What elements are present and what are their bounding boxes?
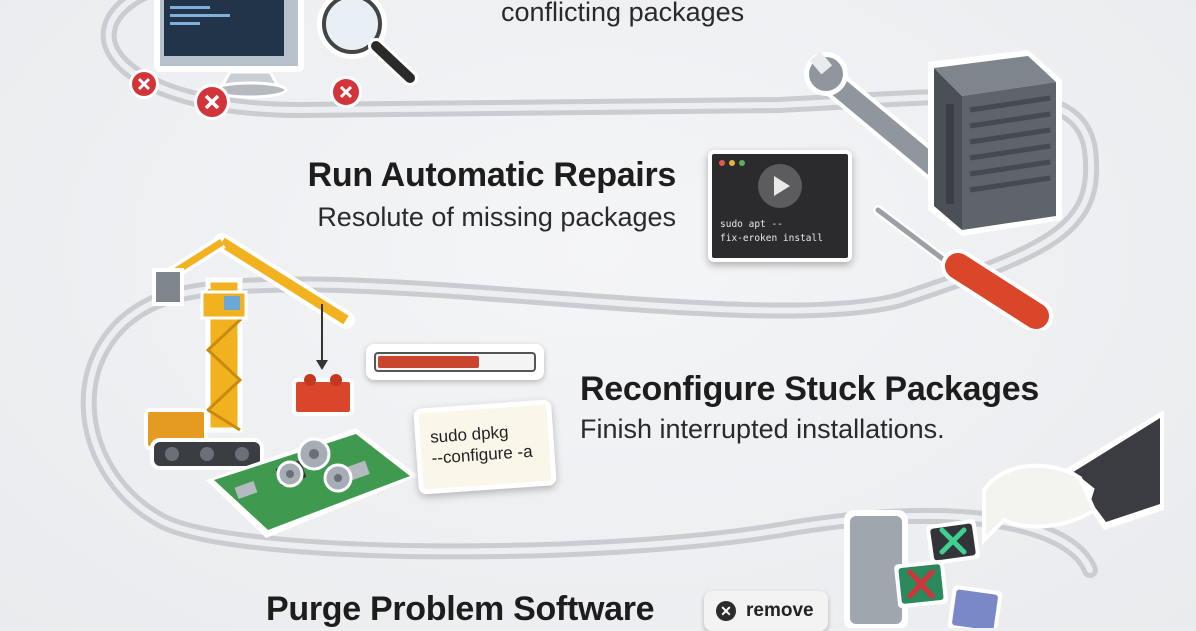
remove-badge: ✕ remove: [704, 591, 828, 631]
server-tools-illustration: [804, 50, 1062, 330]
screwdriver-icon: [873, 205, 1053, 330]
progress-bar: [366, 344, 544, 380]
gear-icon: [276, 460, 304, 488]
error-icon: [194, 84, 230, 120]
monitor-illustration: [129, 0, 418, 120]
crane-illustration: [144, 233, 355, 470]
step3-subtitle: Finish interrupted installations.: [580, 414, 945, 444]
gear-icon: [323, 463, 353, 493]
server-icon: [928, 50, 1062, 236]
step1-subtitle: conflicting packages: [501, 0, 745, 27]
step2-title: Run Automatic Repairs: [307, 156, 677, 194]
step3-title: Reconfigure Stuck Packages: [580, 370, 1039, 408]
circuit-board-illustration: [206, 428, 418, 538]
step2-subtitle: Resolute of missing packages: [317, 202, 676, 232]
progress-fill: [378, 356, 480, 368]
terminal-line: sudo apt --: [720, 219, 783, 230]
app-icon: [894, 559, 948, 609]
command-card: sudo dpkg --configure -a: [413, 399, 557, 495]
terminal-line: fix-eroken install: [720, 233, 823, 244]
remove-label: remove: [746, 600, 814, 621]
play-icon: [758, 164, 802, 208]
magnifier-icon: [317, 0, 418, 86]
uninstall-illustration: [844, 410, 1164, 628]
hand-icon: [982, 463, 1097, 545]
error-icon: [129, 69, 159, 99]
error-icon: [330, 76, 362, 108]
app-icon: [925, 519, 981, 565]
terminal-window: sudo apt -- fix-eroken install: [708, 150, 852, 262]
step4-title: Purge Problem Software: [266, 590, 655, 628]
phone-icon: [844, 510, 908, 628]
close-icon: ✕: [716, 601, 736, 621]
app-icon: [947, 585, 1003, 628]
gear-icon: [297, 437, 331, 471]
